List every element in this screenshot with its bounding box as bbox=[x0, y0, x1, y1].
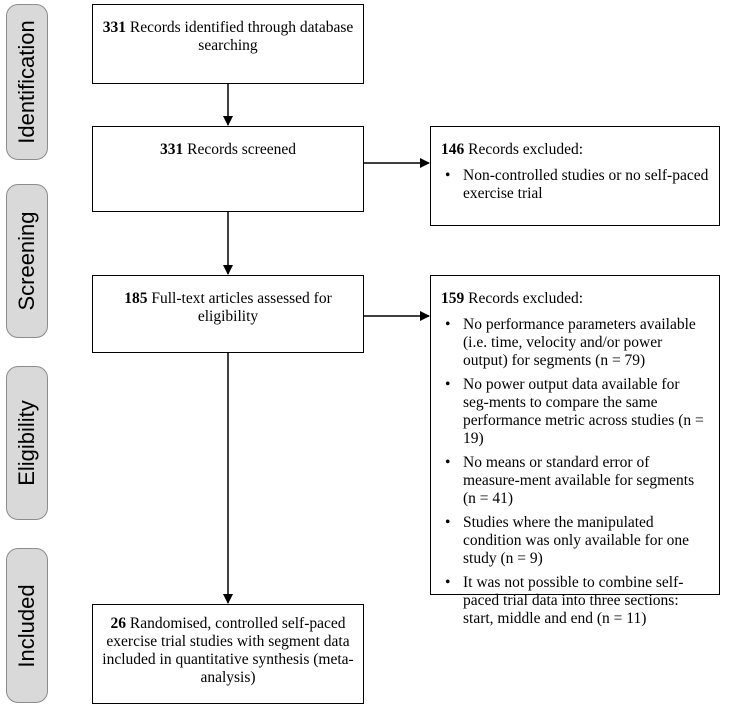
included-count: 26 bbox=[110, 615, 126, 632]
excluded1-text: Records excluded: bbox=[468, 141, 584, 158]
excluded2-text: Records excluded: bbox=[468, 290, 584, 307]
identified-text: Records identified through database sear… bbox=[129, 19, 354, 54]
excluded2-count: 159 bbox=[441, 290, 465, 307]
stage-screening: Screening bbox=[6, 184, 48, 338]
list-item: No performance parameters available (i.e… bbox=[441, 316, 709, 370]
fulltext-count: 185 bbox=[124, 290, 148, 307]
screened-count: 331 bbox=[159, 141, 184, 158]
fulltext-box: 185 Full-text articles assessed for elig… bbox=[92, 275, 364, 353]
list-item: No power output data available for seg-m… bbox=[441, 376, 709, 448]
identified-box: 331 Records identified through database … bbox=[92, 4, 364, 84]
list-item: No means or standard error of measure-me… bbox=[441, 454, 709, 508]
excluded1-count: 146 bbox=[441, 141, 465, 158]
screened-box: 331 Records screened bbox=[92, 126, 364, 212]
list-item: Studies where the manipulated condition … bbox=[441, 514, 709, 568]
stage-included: Included bbox=[6, 548, 48, 703]
identified-count: 331 bbox=[102, 19, 126, 36]
excluded-box-1: 146 Records excluded: Non-controlled stu… bbox=[430, 126, 720, 226]
excluded-box-2: 159 Records excluded: No performance par… bbox=[430, 275, 720, 627]
stage-identification: Identification bbox=[6, 4, 48, 160]
stage-eligibility: Eligibility bbox=[6, 366, 48, 520]
excluded1-list: Non-controlled studies or no self-paced … bbox=[441, 167, 709, 203]
fulltext-text: Full-text articles assessed for eligibil… bbox=[151, 290, 332, 325]
screened-text: Records screened bbox=[187, 141, 296, 158]
included-text: Randomised, controlled self-paced exerci… bbox=[102, 615, 354, 686]
excluded2-list: No performance parameters available (i.e… bbox=[441, 316, 709, 628]
list-item: It was not possible to combine self-pace… bbox=[441, 574, 709, 628]
included-box: 26 Randomised, controlled self-paced exe… bbox=[92, 604, 364, 704]
list-item: Non-controlled studies or no self-paced … bbox=[441, 167, 709, 203]
